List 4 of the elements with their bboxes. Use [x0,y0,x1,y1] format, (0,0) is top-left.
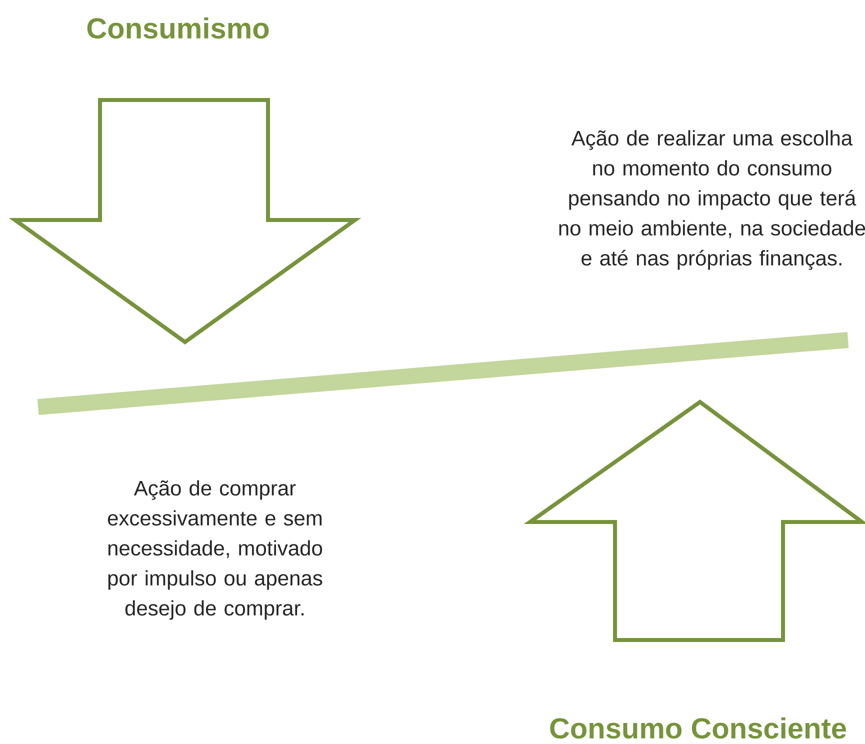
heading: Consumo Consciente [550,717,846,739]
description-text: Ação de comprar excessivamente e sem necessidade, motivado por impulso ou apenas desejo de comprar. [108,480,322,620]
heading: Consumismo [87,17,269,39]
description-text: Ação de realizar uma escolha no momento do consumo pensando no impacto que terá no meio ambiente, na sociedade e até nas próprias finanças. [559,130,865,270]
